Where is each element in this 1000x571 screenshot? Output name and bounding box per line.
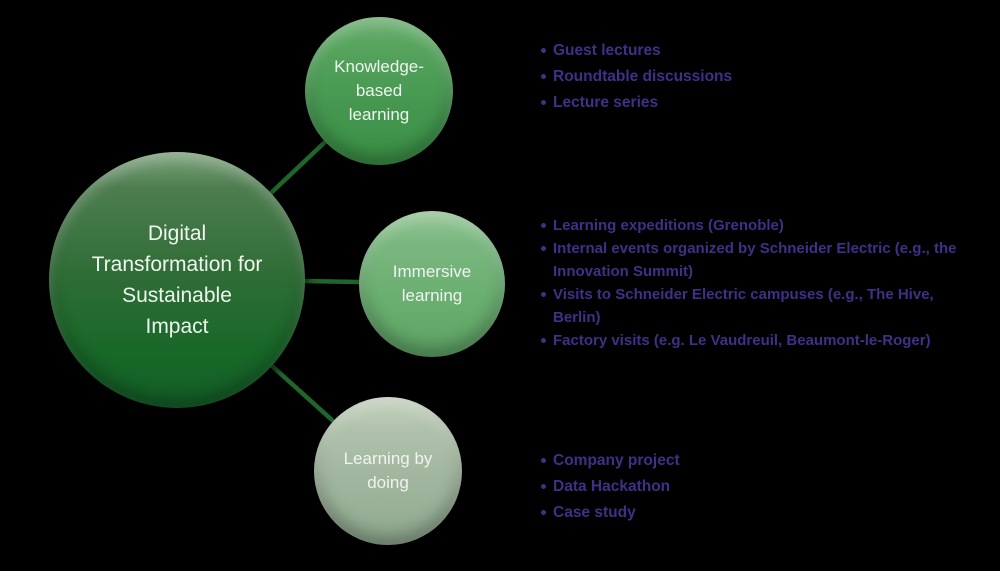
list-item: Data Hackathon: [540, 474, 870, 500]
central-node: Digital Transformation for Sustainable I…: [49, 152, 305, 408]
list-item-text: Company project: [553, 452, 680, 469]
learning-by-doing-node: Learning by doing: [314, 397, 462, 545]
list-item-text: Visits to Schneider Electric campuses (e…: [553, 286, 934, 326]
bullet-icon: [541, 458, 546, 463]
immersive-learning-node: Immersive learning: [359, 211, 505, 357]
immersive-items-list: Learning expeditions (Grenoble) Internal…: [540, 214, 985, 352]
list-item: Guest lectures: [540, 38, 870, 64]
list-item: Lecture series: [540, 90, 870, 116]
list-item: Case study: [540, 500, 870, 526]
list-item-text: Lecture series: [553, 94, 659, 111]
list-item-text: Internal events organized by Schneider E…: [553, 240, 957, 280]
doing-items-list: Company project Data Hackathon Case stud…: [540, 448, 870, 526]
connector-center-to-doing: [269, 363, 335, 423]
bullet-icon: [541, 48, 546, 53]
central-node-label-line: Digital: [147, 222, 207, 245]
learning-by-doing-node-label: Learning by doing: [343, 449, 433, 492]
list-item: Internal events organized by Schneider E…: [540, 237, 985, 283]
bullet-icon: [541, 74, 546, 79]
bullet-icon: [541, 223, 546, 228]
list-item: Learning expeditions (Grenoble): [540, 214, 985, 237]
list-item-text: Learning expeditions (Grenoble): [553, 217, 784, 234]
list-item-text: Guest lectures: [553, 42, 661, 59]
bullet-icon: [541, 510, 546, 515]
list-item: Factory visits (e.g. Le Vaudreuil, Beaum…: [540, 329, 985, 352]
connector-center-to-immersive: [301, 278, 363, 285]
central-node-label-line: Transformation for: [91, 253, 263, 276]
list-item-text: Data Hackathon: [553, 478, 671, 495]
bullet-icon: [541, 292, 546, 297]
bullet-icon: [541, 246, 546, 251]
connector-center-to-knowledge: [268, 139, 328, 196]
central-node-label: Digital Transformation for Sustainable I…: [92, 218, 263, 342]
bullet-icon: [541, 338, 546, 343]
list-item: Roundtable discussions: [540, 64, 870, 90]
list-item: Visits to Schneider Electric campuses (e…: [540, 283, 985, 329]
central-node-label-line: Sustainable: [122, 284, 232, 307]
central-node-label-line: Impact: [145, 315, 209, 338]
list-item-text: Case study: [553, 504, 636, 521]
bullet-icon: [541, 484, 546, 489]
knowledge-items-list: Guest lectures Roundtable discussions Le…: [540, 38, 870, 116]
knowledge-learning-node-label: Knowledge-based learning: [334, 57, 424, 124]
bullet-icon: [541, 100, 546, 105]
immersive-learning-node-label: Immersive learning: [392, 262, 472, 305]
list-item-text: Roundtable discussions: [553, 68, 733, 85]
list-item: Company project: [540, 448, 870, 474]
list-item-text: Factory visits (e.g. Le Vaudreuil, Beaum…: [553, 332, 931, 349]
knowledge-learning-node: Knowledge-based learning: [305, 17, 453, 165]
